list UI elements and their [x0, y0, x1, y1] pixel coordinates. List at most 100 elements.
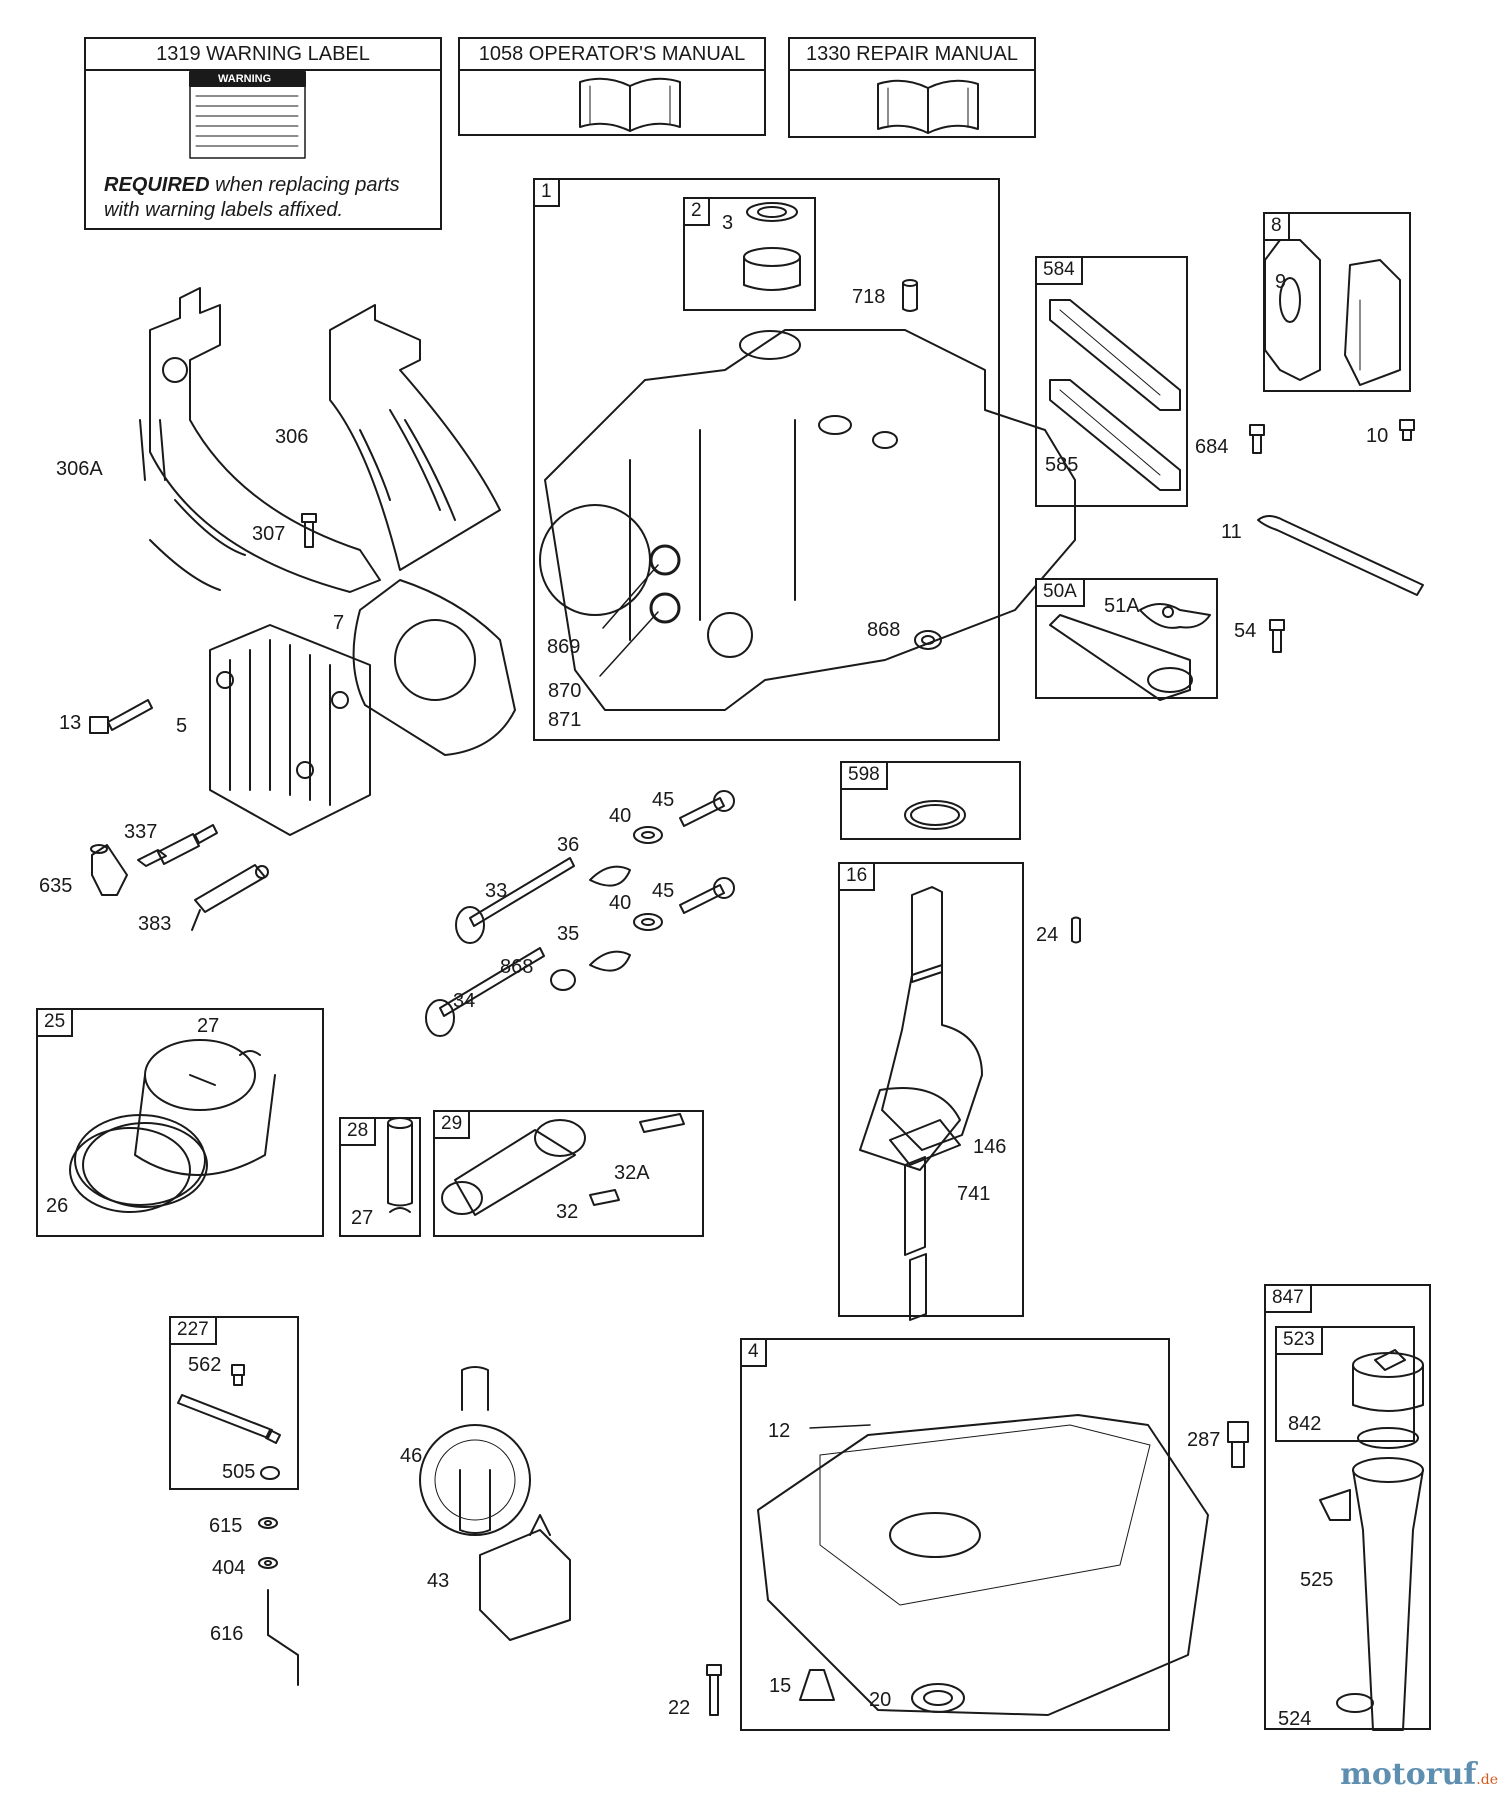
dowel-pin-718-drawing — [902, 279, 918, 312]
group-tag-227: 227 — [169, 1316, 217, 1345]
part-label: 13 — [59, 712, 82, 734]
drain-plug-287-drawing — [1227, 1421, 1249, 1468]
spark-plug-337-drawing — [137, 824, 218, 867]
group-tag-523: 523 — [1275, 1326, 1323, 1355]
group-tag-28: 28 — [339, 1117, 377, 1146]
part-label: 524 — [1278, 1708, 1312, 1730]
warning-note: REQUIRED when replacing parts with warni… — [104, 173, 434, 223]
part-label: 43 — [427, 1570, 450, 1592]
breather-cover-8-drawing — [1344, 259, 1401, 386]
cylinder-head-5-drawing — [209, 624, 371, 836]
part-label: 842 — [1288, 1413, 1322, 1435]
part-label: 27 — [197, 1015, 220, 1037]
warning-note-bold: REQUIRED — [104, 174, 210, 196]
group-tag-847: 847 — [1264, 1284, 1312, 1313]
part-label: 5 — [176, 715, 188, 737]
watermark-brand: motoruf — [1340, 1757, 1477, 1792]
part-label: 36 — [557, 834, 580, 856]
part-label: 505 — [222, 1461, 256, 1483]
part-label: 684 — [1195, 436, 1229, 458]
part-label: 34 — [453, 990, 476, 1012]
crankcase-1-drawing — [539, 329, 1076, 711]
breather-gasket-9-drawing — [1264, 239, 1321, 381]
part-label: 46 — [400, 1445, 423, 1467]
part-label: 20 — [869, 1689, 892, 1711]
group-tag-584: 584 — [1035, 256, 1083, 285]
part-label: 562 — [188, 1354, 222, 1376]
head-gasket-7-drawing — [352, 579, 516, 756]
bushing-3-drawing — [743, 202, 801, 291]
part-label: 525 — [1300, 1569, 1334, 1591]
part-label: 27 — [351, 1207, 374, 1229]
sump-4-drawing — [757, 1414, 1209, 1716]
warning-note-line1: when replacing parts — [209, 174, 400, 196]
group-box-523: 523 — [1275, 1326, 1415, 1442]
operators-manual-title: 1058 OPERATOR'S MANUAL — [460, 39, 764, 71]
group-box-598: 598 — [840, 761, 1021, 840]
part-label: 9 — [1275, 271, 1287, 293]
part-label: 3 — [722, 212, 734, 234]
warning-label-title: 1319 WARNING LABEL — [86, 39, 440, 71]
part-label: 146 — [973, 1136, 1007, 1158]
screw-307-drawing — [301, 513, 317, 548]
warning-note-line2: with warning labels affixed. — [104, 199, 344, 221]
part-label: 33 — [485, 880, 508, 902]
part-label: 45 — [652, 880, 675, 902]
group-box-227: 227 — [169, 1316, 299, 1490]
part-label: 337 — [124, 821, 158, 843]
crankshaft-16-drawing — [859, 886, 983, 1321]
site-watermark: motoruf.de — [1340, 1757, 1498, 1792]
group-box-29: 29 — [433, 1110, 704, 1237]
seal-ring-598-drawing — [904, 800, 966, 830]
shroud-306-drawing — [329, 304, 501, 571]
intake-manifold-50A-drawing — [1049, 614, 1193, 701]
piston-25-drawing — [69, 1039, 276, 1213]
part-label: 869 — [547, 636, 581, 658]
part-label: 40 — [609, 892, 632, 914]
group-tag-16: 16 — [838, 862, 876, 891]
group-box-50A: 50A — [1035, 578, 1218, 699]
spark-plug-wrench-383-drawing — [191, 864, 269, 931]
group-box-25: 25 — [36, 1008, 324, 1237]
part-label: 15 — [769, 1675, 792, 1697]
part-label: 718 — [852, 286, 886, 308]
part-label: 635 — [39, 875, 73, 897]
o-ring-524-drawing — [1336, 1693, 1374, 1713]
washers-rod-drawing — [258, 1517, 299, 1686]
group-tag-50A: 50A — [1035, 578, 1085, 607]
governor-lever-227-drawing — [177, 1364, 281, 1480]
part-label: 7 — [333, 612, 345, 634]
part-label: 12 — [768, 1420, 791, 1442]
o-ring-842-drawing — [1357, 1427, 1419, 1449]
group-tag-2: 2 — [683, 197, 710, 226]
part-label: 32A — [614, 1162, 650, 1184]
part-label: 871 — [548, 709, 582, 731]
part-label: 383 — [138, 913, 172, 935]
group-box-1: 1 — [533, 178, 1000, 741]
part-label: 868 — [867, 619, 901, 641]
warning-sticker-text: WARNING — [218, 73, 272, 85]
valve-seal-868-drawing — [914, 630, 942, 650]
part-label: 306 — [275, 426, 309, 448]
group-tag-598: 598 — [840, 761, 888, 790]
group-box-2: 2 — [683, 197, 816, 311]
part-label: 45 — [652, 789, 675, 811]
book-icon — [877, 79, 979, 134]
connecting-rod-29-drawing — [441, 1113, 685, 1216]
group-tag-8: 8 — [1263, 212, 1290, 241]
part-label: 287 — [1187, 1429, 1221, 1451]
dipstick-cap-523-drawing — [1352, 1349, 1424, 1412]
group-tag-4: 4 — [740, 1338, 767, 1367]
part-label: 32 — [556, 1201, 579, 1223]
camshaft-46-drawing — [419, 1366, 531, 1536]
part-label: 54 — [1234, 620, 1257, 642]
group-tag-1: 1 — [533, 178, 560, 207]
gasket-584-drawing — [1049, 299, 1181, 411]
part-label: 585 — [1045, 454, 1079, 476]
part-label: 35 — [557, 923, 580, 945]
part-label: 22 — [668, 1697, 691, 1719]
screw-684-drawing — [1249, 424, 1265, 454]
bolt-22-drawing — [706, 1664, 722, 1716]
part-label: 51A — [1104, 595, 1140, 617]
part-label: 11 — [1221, 521, 1242, 543]
